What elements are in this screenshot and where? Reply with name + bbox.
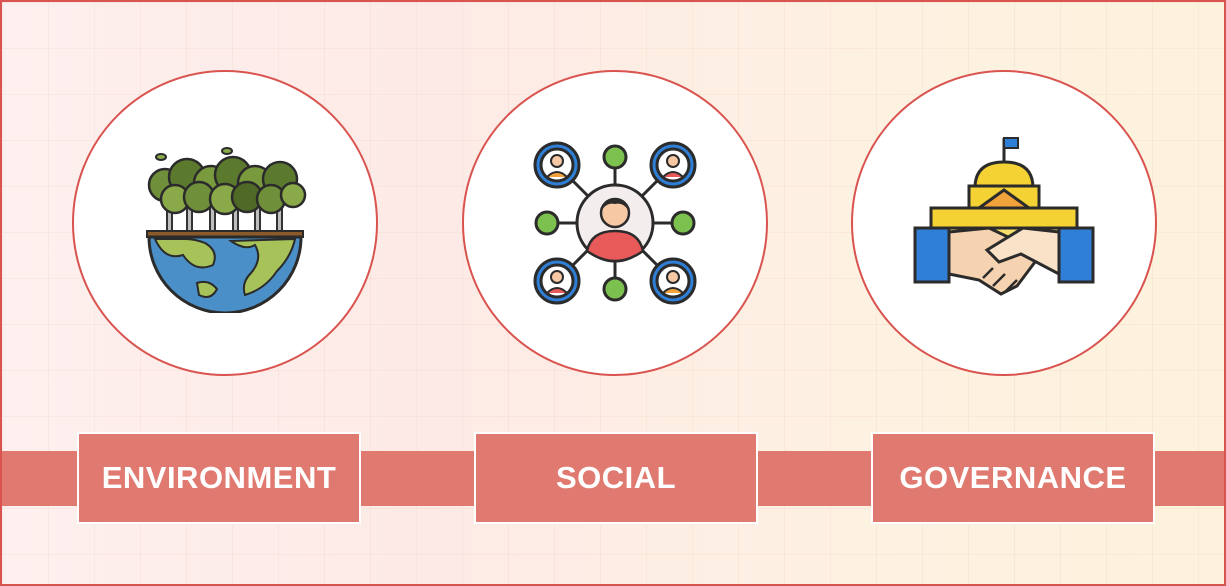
environment-label: ENVIRONMENT <box>77 432 361 524</box>
governance-label: GOVERNANCE <box>871 432 1155 524</box>
environment-circle <box>72 70 378 376</box>
governance-circle <box>851 70 1157 376</box>
government-handshake-icon <box>913 137 1095 296</box>
social-label: SOCIAL <box>474 432 758 524</box>
social-circle <box>462 70 768 376</box>
people-network-icon <box>533 141 697 305</box>
earth-forest-icon <box>146 147 307 313</box>
